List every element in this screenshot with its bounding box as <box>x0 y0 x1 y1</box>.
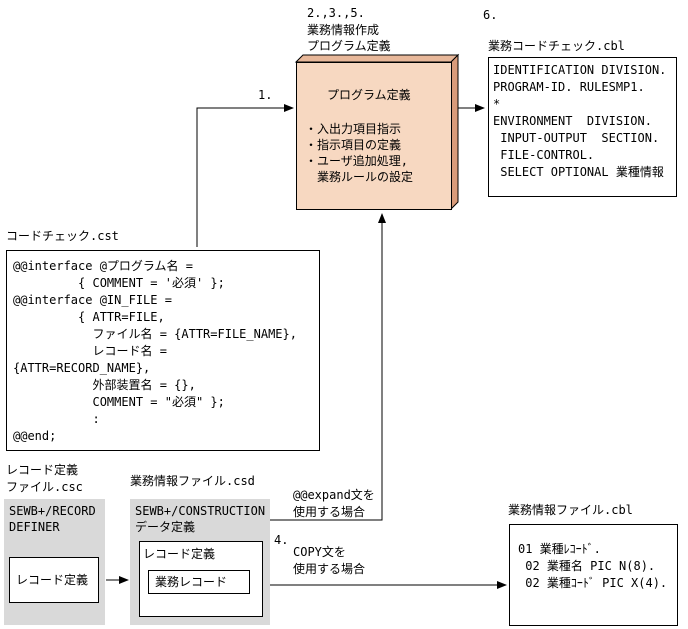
copy-note-line1: COPY文を <box>293 545 346 559</box>
csc-tool-name: SEWB+/RECORD <box>9 504 96 518</box>
cst-line: @@interface @プログラム名 = <box>13 259 194 273</box>
cbl-info-box: 01 業種ﾚｺｰﾄﾞ. 02 業種名 PIC N(8). 02 業種ｺｰﾄﾞ P… <box>509 524 678 626</box>
csd-record-definition-box: レコード定義 業務レコード <box>139 541 263 617</box>
csd-tool-name: SEWB+/CONSTRUCTION <box>135 504 266 518</box>
business-record-label: 業務レコード <box>155 575 228 589</box>
arrow-cst-to-program <box>196 104 294 247</box>
arrow-csd-to-program <box>270 213 386 521</box>
csc-tool-name: DEFINER <box>9 520 60 534</box>
csd-filename: 業務情報ファイル.csd <box>130 474 255 488</box>
step-number-4: 4. <box>274 533 289 547</box>
csd-record-definition-title: レコード定義 <box>143 547 216 561</box>
step-number-1: 1. <box>258 88 273 102</box>
cbl-info-line: 02 業種ｺｰﾄﾞ PIC X(4). <box>518 576 668 590</box>
cbl-info-line: 01 業種ﾚｺｰﾄﾞ. <box>518 542 601 556</box>
cbl-line: SELECT OPTIONAL 業種情報 <box>493 165 664 179</box>
csd-tool-name: データ定義 <box>135 520 196 534</box>
cst-line: @@interface @IN_FILE = <box>13 293 172 307</box>
cst-line: : <box>13 412 100 426</box>
cbl-line: PROGRAM-ID. RULESMP1. <box>493 80 645 94</box>
cst-line: ファイル名 = {ATTR=FILE_NAME}, <box>13 327 297 341</box>
csc-label-line1: レコード定義 <box>6 463 79 477</box>
cst-filename: コードチェック.cst <box>6 229 119 243</box>
cst-line: @@end; <box>13 429 57 443</box>
program-item: 業務ルールの設定 <box>305 170 414 184</box>
cbl-line: * <box>493 97 501 111</box>
cbl-line: INPUT-OUTPUT SECTION. <box>493 131 660 145</box>
cbl-line: ENVIRONMENT DIVISION. <box>493 114 652 128</box>
csc-record-definition-label: レコード定義 <box>16 573 89 587</box>
program-item: ・ユーザ追加処理, <box>305 154 408 168</box>
program-item: ・入出力項目指示 <box>305 122 402 136</box>
expand-note-line1: @@expand文を <box>293 488 375 502</box>
business-record-box: 業務レコード <box>148 570 250 594</box>
step-number-top: 2.,3.,5. <box>307 6 365 20</box>
csc-tool-panel: SEWB+/RECORD DEFINER レコード定義 <box>4 499 105 625</box>
cst-file-box: @@interface @プログラム名 = { COMMENT = '必須' }… <box>6 250 320 451</box>
program-definition-box: プログラム定義 ・入出力項目指示 ・指示項目の定義 ・ユーザ追加処理, 業務ルー… <box>296 62 452 210</box>
csd-tool-panel: SEWB+/CONSTRUCTION データ定義 レコード定義 業務レコード <box>130 499 270 625</box>
cst-line: レコード名 = <box>13 344 167 358</box>
cbl-output-box: IDENTIFICATION DIVISION. PROGRAM-ID. RUL… <box>488 57 677 197</box>
step-number-6: 6. <box>483 8 498 22</box>
expand-note-line2: 使用する場合 <box>293 505 366 519</box>
cbl-info-filename: 業務情報ファイル.cbl <box>508 503 633 517</box>
copy-note-line2: 使用する場合 <box>293 562 366 576</box>
program-title-line1: 業務情報作成 <box>307 23 380 37</box>
cbl-line: IDENTIFICATION DIVISION. <box>493 63 667 77</box>
program-box-side-face <box>450 53 459 211</box>
cbl-output-filename: 業務コードチェック.cbl <box>488 39 625 53</box>
cbl-line: FILE-CONTROL. <box>493 148 595 162</box>
program-title-line2: プログラム定義 <box>307 39 391 53</box>
cst-line: 外部装置名 = {}, <box>13 378 196 392</box>
csc-record-definition-box: レコード定義 <box>9 557 99 603</box>
csc-label-line2: ファイル.csc <box>6 480 83 494</box>
program-item: ・指示項目の定義 <box>305 138 402 152</box>
cbl-info-line: 02 業種名 PIC N(8). <box>518 559 656 573</box>
cst-line: {ATTR=RECORD_NAME}, <box>13 361 151 375</box>
program-box-title: プログラム定義 <box>327 88 411 102</box>
cst-line: { ATTR=FILE, <box>13 310 165 324</box>
cst-line: { COMMENT = '必須' }; <box>13 276 225 290</box>
program-box-top-face <box>294 54 460 63</box>
cst-line: COMMENT = "必須" }; <box>13 395 225 409</box>
